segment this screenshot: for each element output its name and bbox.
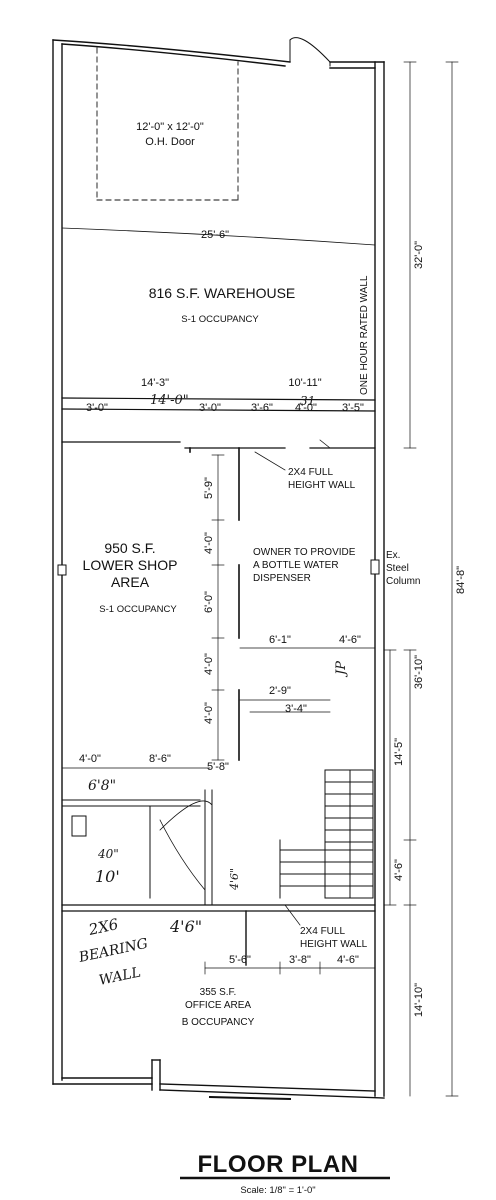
owner-note-2: A BOTTLE WATER [253,560,339,571]
dim-10-11: 10'-11" [288,377,321,389]
dim-3-6: 3'-6" [251,402,273,414]
hand-14-0: 14'-0" [150,393,189,408]
warehouse-width-dim [61,227,376,246]
owner-note-1: OWNER TO PROVIDE [253,547,356,558]
dim-4-0e: 4'-0" [79,753,101,765]
shop-wall-note-2: HEIGHT WALL [288,480,356,491]
door-label: O.H. Door [145,136,195,148]
shop-area-line3: AREA [111,574,150,590]
shop-area-line2: LOWER SHOP [83,557,178,573]
bottom-sill [208,1095,292,1101]
right-dims [383,61,459,1097]
office-occupancy-label: B OCCUPANCY [182,1017,255,1028]
restroom-walls [61,789,213,906]
dim-3-5: 3'-5" [342,402,364,414]
dim-2-9: 2'-9" [269,685,291,697]
dim-4-6c: 4'-6" [393,859,405,881]
hand-4-6a: 4'6" [169,917,202,936]
warehouse-area-label: 816 S.F. WAREHOUSE [149,285,296,301]
dim-14-10: 14'-10" [413,983,425,1017]
dim-14-3: 14'-3" [141,377,169,389]
column-label-2: Steel [386,563,409,574]
dim-4-6b: 4'-6" [337,954,359,966]
office-area-line1: 355 S.F. [200,987,237,998]
hand-10: 10' [95,867,120,886]
shop-h-dims [61,647,376,769]
steel-column [57,559,380,576]
office-wall [61,904,376,912]
dim-3-4: 3'-4" [285,703,307,715]
dim-14-5: 14'-5" [393,738,405,766]
hand-jp: JP [334,661,349,678]
dim-3-0b: 3'-0" [199,402,221,414]
door-size-label: 12'-0" x 12'-0" [136,121,204,133]
office-area-line2: OFFICE AREA [185,1000,251,1011]
warehouse-shop-walls [61,397,376,449]
dim-6-1: 6'-1" [269,634,291,646]
dim-6-0: 6'-0" [203,591,215,613]
dim-4-0b: 4'-0" [203,532,215,554]
shop-dim-chain [211,454,225,761]
owner-note-3: DISPENSER [253,573,311,584]
warehouse-width-label: 25'-6" [201,229,229,241]
hand-wall: WALL [98,964,143,988]
dim-4-6a: 4'-6" [339,634,361,646]
stairs [279,769,374,899]
hand-4-6b: 4'6" [228,868,241,891]
one-hour-wall-label: ONE HOUR RATED WALL [359,275,370,395]
hand-6-8: 6'8" [88,778,116,794]
dim-5-9: 5'-9" [203,477,215,499]
office-wall-note-2: HEIGHT WALL [300,939,368,950]
shop-partition [189,447,240,761]
dim-32-0: 32'-0" [413,241,425,269]
dim-3-8: 3'-8" [289,954,311,966]
dim-8-6: 8'-6" [149,753,171,765]
dim-4-0a: 4'-0" [295,402,317,414]
hand-2x6: 2X6 [86,915,120,939]
office-dims [204,961,376,975]
dim-84-8: 84'-8" [455,566,467,594]
column-label-3: Column [386,576,420,587]
scale-label: Scale: 1/8" = 1'-0" [240,1185,315,1196]
shop-wall-note-1: 2X4 FULL [288,467,333,478]
dim-5-8: 5'-8" [207,761,229,773]
dim-4-0c: 4'-0" [203,653,215,675]
exterior-walls [52,39,385,1099]
column-label-1: Ex. [386,550,400,561]
leader-lines [254,439,331,926]
warehouse-occupancy-label: S-1 OCCUPANCY [181,314,259,325]
hand-31: 31 [300,394,315,408]
office-wall-note-1: 2X4 FULL [300,926,345,937]
dim-3-0: 3'-0" [86,402,108,414]
page-title: FLOOR PLAN [198,1151,359,1178]
shop-area-line1: 950 S.F. [104,540,155,556]
dim-36-10: 36'-10" [413,655,425,689]
dim-5-6: 5'-6" [229,954,251,966]
overhead-door-outline [96,47,239,201]
entry-door [289,37,331,67]
hand-bearing: BEARING [77,936,150,966]
hand-40: 40" [97,847,119,861]
dim-4-0d: 4'-0" [203,702,215,724]
shop-occupancy-label: S-1 OCCUPANCY [99,604,177,615]
